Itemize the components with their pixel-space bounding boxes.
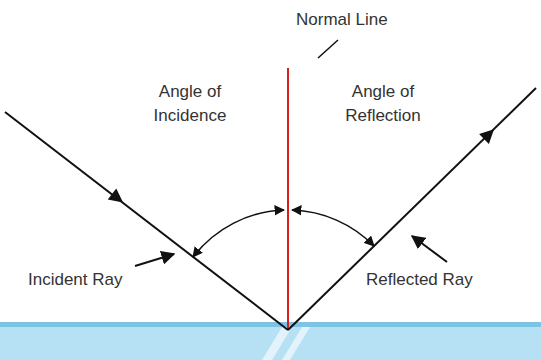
ray-label: Incident Ray (28, 268, 178, 292)
ray-label: Reflected Ray (366, 268, 536, 292)
mirror-surface (0, 322, 541, 360)
incident-ray (5, 112, 288, 330)
mirror-glint (282, 327, 310, 360)
ray-arrowhead (479, 124, 499, 144)
pointer-arrow (412, 236, 447, 262)
normal-line (287, 68, 289, 330)
pointer-arrow (135, 254, 174, 266)
ray-arrowhead (108, 188, 128, 208)
angle-label: Angle of Incidence (128, 80, 252, 128)
angle-label: Angle of Reflection (316, 80, 450, 128)
mirror-edge (0, 322, 541, 327)
angle-arc (193, 210, 284, 257)
leader-line (318, 40, 338, 58)
angle-arc (292, 210, 374, 246)
normal-label: Normal Line (296, 8, 446, 32)
